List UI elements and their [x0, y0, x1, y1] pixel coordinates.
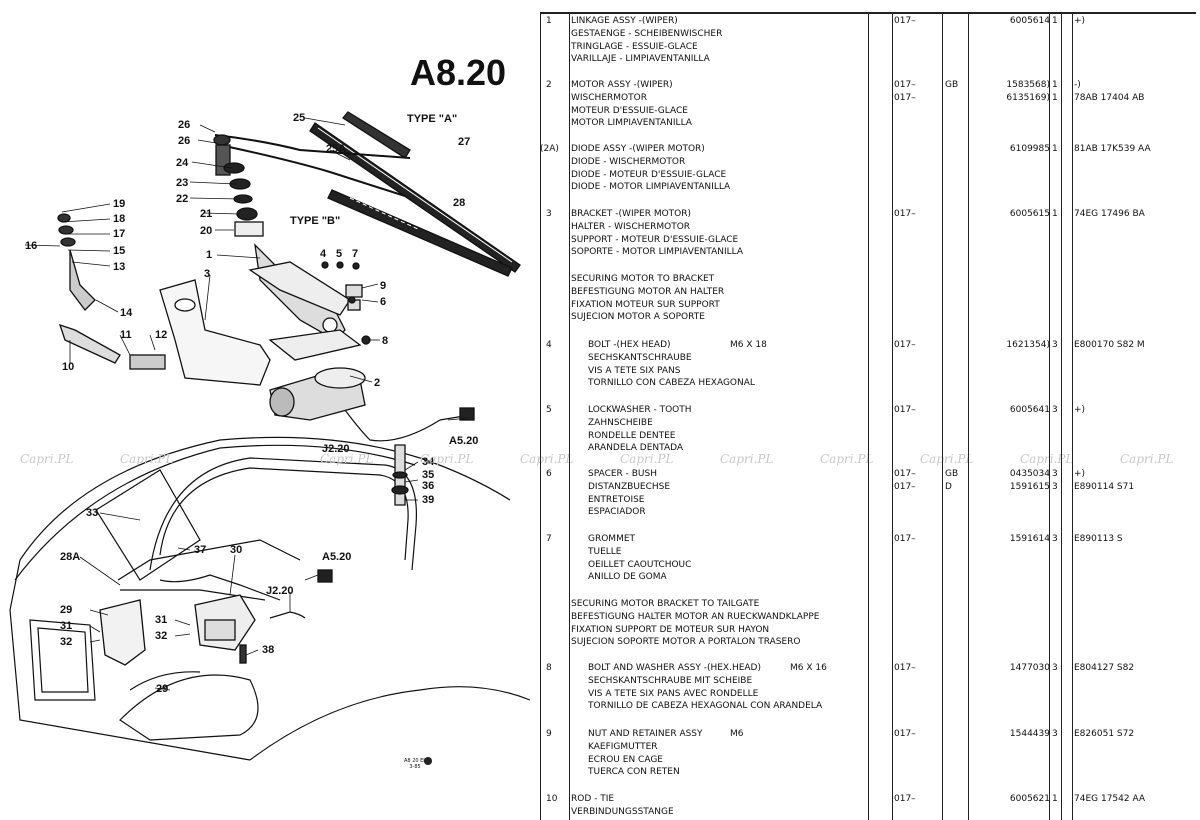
callout-15: 15 — [113, 245, 125, 257]
callout-11: 11 — [120, 329, 132, 341]
callout-35: 33 — [86, 507, 98, 519]
page-title: A8.20 — [410, 52, 507, 93]
type-a-label: TYPE "A" — [407, 113, 457, 125]
parts-table: 1 LINKAGE ASSY -(WIPER)GESTAENGE - SCHEI… — [540, 12, 1196, 820]
callout-leaders — [24, 117, 469, 691]
callout-12: 12 — [155, 329, 167, 341]
wiper-arm-type-b — [219, 144, 406, 197]
callout-24: 24 — [176, 157, 189, 169]
callout-23: 23 — [176, 177, 188, 189]
callout-22: 22 — [176, 193, 188, 205]
callout-9: 9 — [380, 280, 386, 292]
callout-19: 19 — [113, 198, 125, 210]
callout-30: 28A — [60, 551, 80, 563]
left-spindle-stack — [57, 213, 166, 370]
callout-27: 26 — [178, 119, 190, 131]
footer-dot-icon — [424, 757, 432, 765]
watermark: Capri.PL — [20, 452, 74, 466]
callout-1: 1 — [206, 249, 212, 261]
callout-28a: 28 — [453, 197, 465, 209]
callout-34a: 32 — [60, 636, 72, 648]
callout-3: 3 — [204, 268, 210, 280]
callout-33b: 31 — [155, 614, 167, 626]
callout-34b: 32 — [155, 630, 167, 642]
wiper-motor — [269, 367, 475, 442]
callout-29: 29 — [60, 604, 72, 616]
watermark: Capri.PL — [520, 452, 574, 466]
wiper-linkage — [248, 243, 351, 341]
callout-28: 27 — [458, 136, 470, 148]
watermark: Capri.PL — [620, 452, 674, 466]
exploded-parts-diagram: 25 27 25A 28 26 26 24 23 22 21 20 1 3 19… — [9, 111, 531, 761]
callout-33a: 31 — [60, 620, 72, 632]
callout-6: 6 — [380, 296, 386, 308]
callout-31: 29 — [156, 683, 168, 695]
ref-j2-upper: J2.20 — [322, 443, 350, 455]
watermark: Capri.PL — [720, 452, 774, 466]
watermark: Capri.PL — [320, 452, 374, 466]
callout-37: 35 — [422, 469, 434, 481]
callout-16: 16 — [25, 240, 37, 252]
callout-8: 8 — [382, 335, 388, 347]
callout-4: 4 — [320, 248, 327, 260]
callout-17: 17 — [113, 228, 125, 240]
mounting-hardware — [321, 261, 371, 345]
callout-39: 37 — [194, 544, 206, 556]
callout-32: 30 — [230, 544, 242, 556]
watermark: Capri.PL — [420, 452, 474, 466]
ref-j2-lower: J2.20 — [266, 585, 294, 597]
callout-14: 14 — [120, 307, 133, 319]
callout-26: 26 — [178, 135, 190, 147]
callout-21: 21 — [200, 208, 212, 220]
wiper-blade-type-b — [327, 189, 513, 277]
callout-38: 36 — [422, 480, 434, 492]
callout-40: 38 — [262, 644, 274, 656]
motor-bracket — [159, 279, 362, 386]
callout-25a: 25A — [326, 143, 346, 155]
watermark: Capri.PL — [920, 452, 974, 466]
type-b-label: TYPE "B" — [290, 215, 340, 227]
watermark: Capri.PL — [820, 452, 874, 466]
ref-a5-upper: A5.20 — [449, 435, 478, 447]
ref-a5-lower: A5.20 — [322, 551, 351, 563]
callout-10: 10 — [62, 361, 74, 373]
callout-13: 13 — [113, 261, 125, 273]
callout-2: 2 — [374, 377, 380, 389]
callout-25: 25 — [293, 112, 305, 124]
car-rear-outline — [9, 436, 531, 761]
callout-20: 20 — [200, 225, 212, 237]
callout-5: 5 — [336, 248, 342, 260]
watermark: Capri.PL — [1020, 452, 1074, 466]
callout-7: 7 — [352, 248, 358, 260]
watermark: Capri.PL — [1120, 452, 1174, 466]
callout-41: 39 — [422, 494, 434, 506]
wiper-spindle-stack — [213, 134, 264, 237]
diagram-footer-code: A8 20 EL 3-85 — [404, 758, 427, 770]
callout-36: 34 — [422, 456, 435, 468]
tailgate-wiper-motor — [99, 444, 409, 666]
callout-labels: 25 27 25A 28 26 26 24 23 22 21 20 1 3 19… — [25, 112, 478, 695]
watermark: Capri.PL — [120, 452, 174, 466]
callout-18: 18 — [113, 213, 125, 225]
